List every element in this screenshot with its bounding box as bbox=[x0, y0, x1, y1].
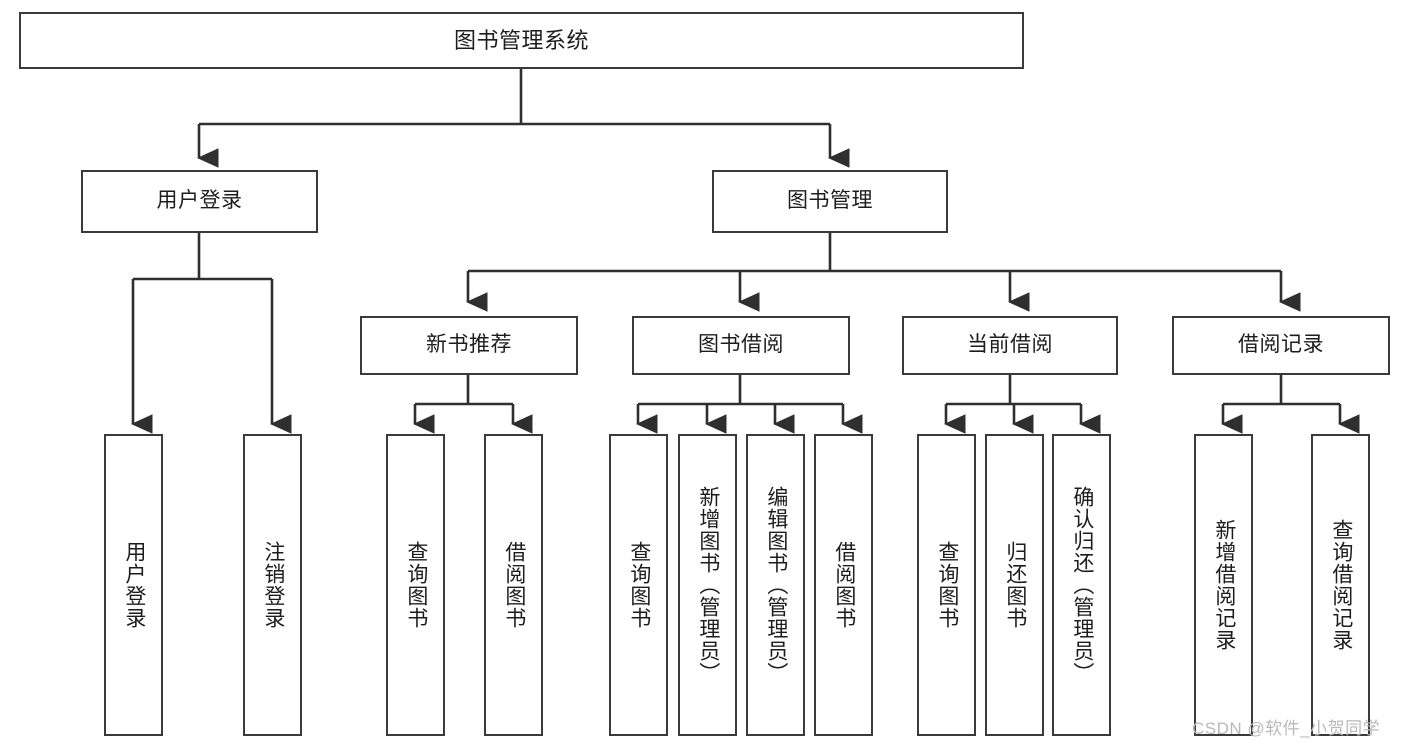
leaf-add-book[interactable]: 新增图书（管理员） bbox=[678, 434, 737, 736]
node-book-manage-label: 图书管理 bbox=[787, 189, 873, 213]
csdn-watermark: CSDN @软件_小贺同学 bbox=[1192, 719, 1381, 738]
leaf-edit-book-label: 编辑图书（管理员） bbox=[764, 486, 788, 684]
leaf-user-logout[interactable]: 注销登录 bbox=[243, 434, 302, 736]
leaf-add-borrow-record-label: 新增借阅记录 bbox=[1212, 519, 1236, 651]
node-new-book-recommend-label: 新书推荐 bbox=[426, 333, 512, 357]
leaf-user-login-label: 用户登录 bbox=[122, 541, 146, 629]
leaf-query-book-1-label: 查询图书 bbox=[404, 541, 428, 629]
leaf-confirm-return-label: 确认归还（管理员） bbox=[1070, 486, 1094, 684]
leaf-add-book-label: 新增图书（管理员） bbox=[696, 486, 720, 684]
node-borrow-record-label: 借阅记录 bbox=[1238, 333, 1324, 357]
node-book-borrow-label: 图书借阅 bbox=[698, 333, 784, 357]
node-new-book-recommend[interactable]: 新书推荐 bbox=[360, 316, 578, 375]
leaf-return-book-label: 归还图书 bbox=[1003, 541, 1027, 629]
node-user-login[interactable]: 用户登录 bbox=[81, 170, 318, 233]
node-book-borrow[interactable]: 图书借阅 bbox=[632, 316, 850, 375]
node-borrow-record[interactable]: 借阅记录 bbox=[1172, 316, 1390, 375]
leaf-query-borrow-record[interactable]: 查询借阅记录 bbox=[1311, 434, 1370, 736]
leaf-edit-book[interactable]: 编辑图书（管理员） bbox=[746, 434, 805, 736]
leaf-borrow-book-1[interactable]: 借阅图书 bbox=[484, 434, 543, 736]
leaf-confirm-return[interactable]: 确认归还（管理员） bbox=[1052, 434, 1111, 736]
node-current-borrow-label: 当前借阅 bbox=[967, 333, 1053, 357]
leaf-query-book-3[interactable]: 查询图书 bbox=[917, 434, 976, 736]
node-book-manage[interactable]: 图书管理 bbox=[712, 170, 948, 233]
leaf-borrow-book-2-label: 借阅图书 bbox=[832, 541, 856, 629]
leaf-query-book-2-label: 查询图书 bbox=[627, 541, 651, 629]
leaf-query-borrow-record-label: 查询借阅记录 bbox=[1329, 519, 1353, 651]
node-user-login-label: 用户登录 bbox=[156, 189, 243, 213]
leaf-return-book[interactable]: 归还图书 bbox=[985, 434, 1044, 736]
leaf-user-logout-label: 注销登录 bbox=[261, 541, 285, 629]
leaf-query-book-3-label: 查询图书 bbox=[935, 541, 959, 629]
node-root[interactable]: 图书管理系统 bbox=[19, 12, 1024, 69]
node-root-label: 图书管理系统 bbox=[453, 27, 589, 53]
leaf-user-login[interactable]: 用户登录 bbox=[104, 434, 163, 736]
leaf-query-book-2[interactable]: 查询图书 bbox=[609, 434, 668, 736]
leaf-borrow-book-1-label: 借阅图书 bbox=[502, 541, 526, 629]
leaf-add-borrow-record[interactable]: 新增借阅记录 bbox=[1194, 434, 1253, 736]
node-current-borrow[interactable]: 当前借阅 bbox=[902, 316, 1118, 375]
leaf-borrow-book-2[interactable]: 借阅图书 bbox=[814, 434, 873, 736]
leaf-query-book-1[interactable]: 查询图书 bbox=[386, 434, 445, 736]
